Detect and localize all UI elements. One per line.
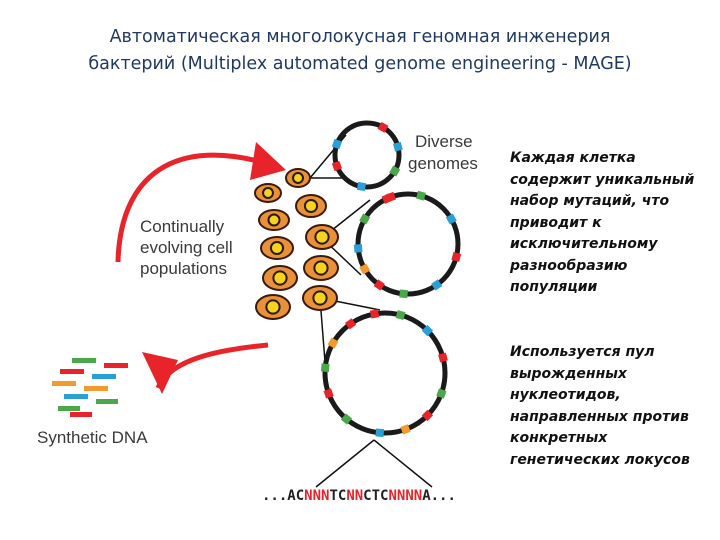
cell — [262, 265, 298, 291]
mutation-mark — [327, 337, 339, 349]
dna-strand — [84, 386, 108, 391]
mutation-marks — [320, 121, 462, 438]
mutation-mark — [395, 310, 406, 320]
dna-strand — [96, 399, 118, 404]
mutation-mark — [320, 363, 330, 373]
mutation-mark — [340, 413, 353, 425]
dna-sequence: ...ACNNNTCNNCTCNNNNA... — [262, 488, 456, 504]
mutation-mark — [421, 324, 434, 337]
mutation-mark — [399, 289, 408, 299]
synthetic-dna-label: Synthetic DNA — [37, 428, 148, 447]
sequence-segment: NNN — [304, 488, 329, 504]
cycle-arrowhead-bottom — [142, 352, 178, 394]
cell — [305, 224, 339, 250]
diverse-genomes-label-2: genomes — [408, 154, 478, 173]
sequence-segment: NN — [346, 488, 363, 504]
synthetic-dna-strands — [52, 358, 128, 417]
sequence-segment: A... — [422, 488, 456, 504]
mutation-mark — [421, 409, 434, 422]
genome-circle-medium — [355, 191, 461, 297]
dna-strand — [64, 394, 88, 399]
dna-strand — [60, 369, 84, 374]
cell — [295, 194, 327, 218]
mutation-mark — [345, 318, 357, 330]
mutation-mark — [393, 141, 403, 152]
note-degenerate-pool: Используется пул вырожденных нуклеотидов… — [510, 344, 690, 468]
mutation-mark — [359, 263, 371, 275]
cell — [302, 285, 338, 311]
dna-strand — [104, 363, 128, 368]
cell — [258, 209, 290, 231]
dna-strand — [58, 406, 80, 411]
mutation-mark — [353, 244, 363, 253]
mutation-mark — [373, 279, 385, 291]
mutation-mark — [359, 213, 371, 225]
diverse-genomes-label-1: Diverse — [415, 132, 473, 151]
sequence-segment: TC — [329, 488, 346, 504]
cell — [255, 294, 291, 320]
cell — [285, 168, 311, 188]
mutation-mark — [323, 388, 334, 399]
mutation-mark — [389, 165, 401, 177]
mutation-mark — [381, 193, 393, 205]
genome-circle-small — [332, 120, 402, 190]
cycle-arrow-top — [115, 152, 273, 263]
sequence-segment: CTC — [363, 488, 388, 504]
cycle-arrowhead-top — [250, 142, 286, 180]
dna-strand — [70, 412, 92, 417]
mutation-mark — [431, 279, 443, 291]
dna-strand — [52, 381, 76, 386]
sequence-segment: ...AC — [262, 488, 304, 504]
mutation-mark — [445, 213, 457, 225]
dna-strand — [92, 374, 116, 379]
mutation-mark — [369, 309, 380, 319]
mutation-mark — [331, 138, 343, 150]
mutation-mark — [436, 388, 447, 399]
population-label-2: evolving cell — [140, 238, 233, 257]
mutation-mark — [416, 190, 426, 201]
population-label-3: populations — [140, 259, 227, 278]
cell — [254, 183, 282, 203]
mutation-mark — [451, 252, 462, 262]
cell — [260, 236, 294, 260]
dna-strand — [72, 358, 96, 363]
mutation-mark — [400, 424, 411, 435]
genome-circle-large — [322, 310, 448, 436]
title-line-2: бактерий (Multiplex automated genome eng… — [88, 54, 632, 74]
mutation-mark — [375, 428, 385, 438]
note-unique-mutations: Каждая клетка содержит уникальный набор … — [510, 150, 695, 295]
sequence-segment: NNNN — [388, 488, 422, 504]
title-line-1: Автоматическая многолокусная геномная ин… — [109, 27, 611, 47]
population-label-1: Continually — [140, 217, 225, 236]
mutation-mark — [377, 121, 389, 133]
mutation-mark — [331, 160, 343, 172]
mutation-mark — [438, 352, 448, 363]
mutation-mark — [356, 181, 367, 192]
cell-population — [254, 168, 339, 320]
cell — [303, 255, 339, 281]
slide-title: Автоматическая многолокусная геномная ин… — [0, 24, 720, 78]
